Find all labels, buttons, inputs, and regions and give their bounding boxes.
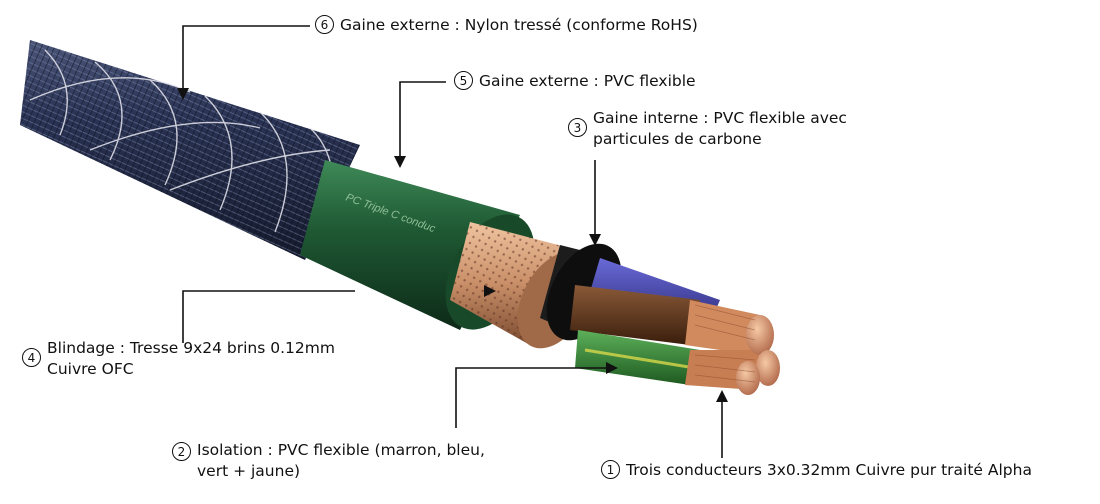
brown-conductor bbox=[570, 285, 700, 345]
callout-number-6: 6 bbox=[315, 15, 334, 34]
callout-number-4: 4 bbox=[22, 348, 41, 367]
callout-number-5: 5 bbox=[454, 71, 473, 90]
callout-number-3: 3 bbox=[568, 118, 587, 137]
callout-3-inner-jacket: 3 Gaine interne : PVC flexible avec part… bbox=[568, 108, 847, 150]
leader-lines bbox=[182, 25, 723, 458]
callout-4-shielding: 4 Blindage : Tresse 9x24 brins 0.12mm Cu… bbox=[22, 338, 335, 380]
nylon-jacket bbox=[20, 40, 360, 260]
callout-number-1: 1 bbox=[601, 460, 620, 479]
leader-arrowheads bbox=[177, 88, 728, 402]
callout-number-2: 2 bbox=[172, 442, 191, 461]
callout-2-insulation: 2 Isolation : PVC flexible (marron, bleu… bbox=[172, 440, 485, 482]
copper-strands bbox=[685, 300, 780, 395]
